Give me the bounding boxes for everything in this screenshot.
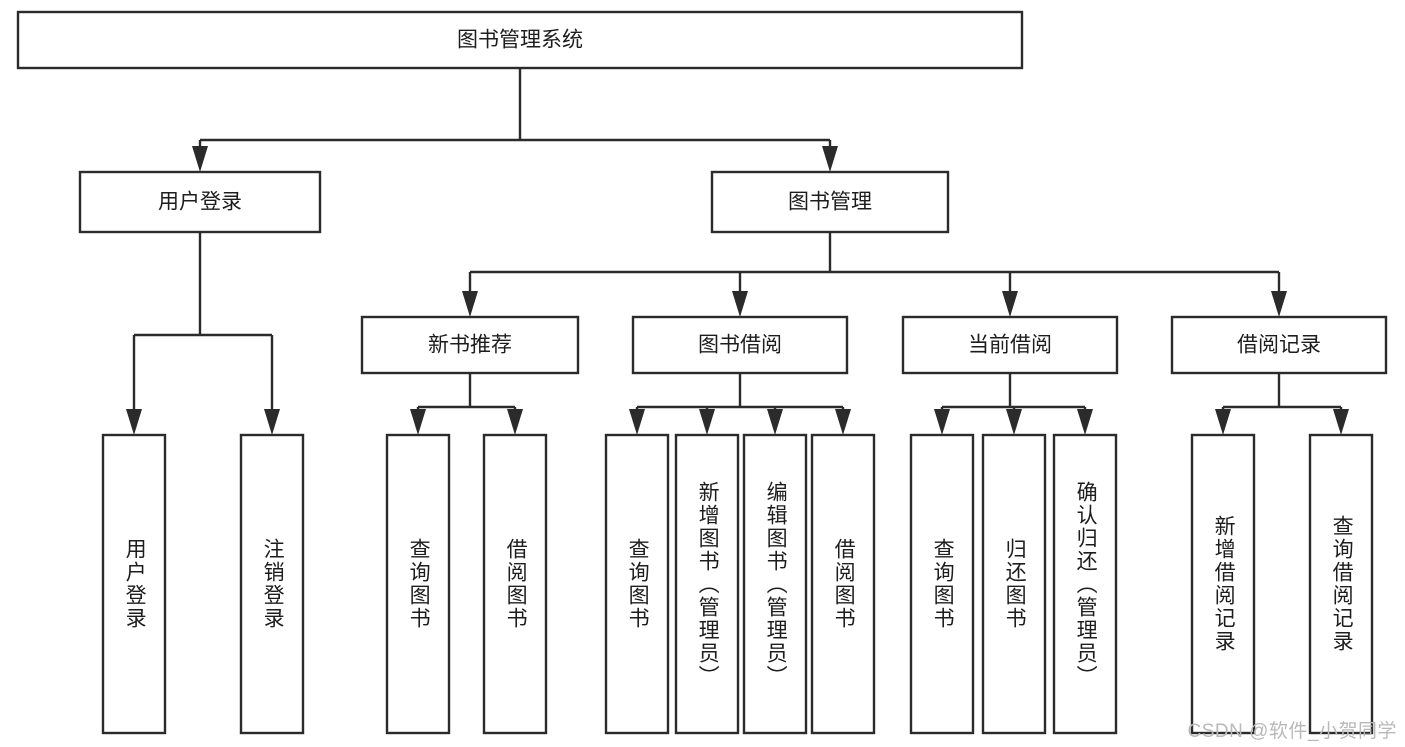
arrow-head-icon bbox=[126, 409, 142, 435]
node-leaf-return-book[interactable] bbox=[981, 433, 1047, 735]
node-current-borrow[interactable]: 当前借阅 bbox=[901, 315, 1119, 375]
node-borrow-record[interactable]: 借阅记录 bbox=[1170, 315, 1388, 375]
node-box-root[interactable] bbox=[16, 10, 1024, 70]
node-box-leaf-return-book[interactable] bbox=[981, 433, 1047, 735]
arrow-head-icon bbox=[410, 409, 426, 435]
node-book-manage[interactable]: 图书管理 bbox=[710, 170, 950, 234]
node-leaf-query-book-recommend[interactable] bbox=[385, 433, 451, 735]
node-leaf-confirm-return-admin[interactable] bbox=[1052, 433, 1118, 735]
node-leaf-add-book-admin[interactable] bbox=[674, 433, 740, 735]
arrow-head-icon bbox=[629, 409, 645, 435]
node-user-login[interactable]: 用户登录 bbox=[78, 170, 322, 234]
arrow-head-icon bbox=[835, 409, 851, 435]
arrow-head-icon bbox=[1077, 409, 1093, 435]
arrow-head-icon bbox=[1006, 409, 1022, 435]
node-new-book-recommend[interactable]: 新书推荐 bbox=[360, 315, 580, 375]
node-box-leaf-add-book-admin[interactable] bbox=[674, 433, 740, 735]
arrow-head-icon bbox=[1333, 409, 1349, 435]
node-box-current-borrow[interactable] bbox=[901, 315, 1119, 375]
connector-group-book-borrow-to-leaves bbox=[629, 373, 851, 435]
connector-group-new-book-recommend-to-leaves bbox=[410, 373, 523, 435]
arrow-head-icon bbox=[822, 146, 838, 172]
node-box-leaf-add-borrow-record[interactable] bbox=[1190, 433, 1256, 735]
arrow-head-icon bbox=[732, 291, 748, 317]
node-box-leaf-confirm-return-admin[interactable] bbox=[1052, 433, 1118, 735]
node-label-borrow-record: 借阅记录 bbox=[1237, 334, 1321, 357]
node-label-current-borrow: 当前借阅 bbox=[968, 334, 1052, 357]
connector-group-current-borrow-to-leaves bbox=[934, 373, 1093, 435]
node-box-leaf-user-login[interactable] bbox=[101, 433, 167, 735]
node-box-leaf-edit-book-admin[interactable] bbox=[742, 433, 808, 735]
node-box-leaf-query-book-current[interactable] bbox=[909, 433, 975, 735]
arrow-head-icon bbox=[192, 146, 208, 172]
node-box-borrow-record[interactable] bbox=[1170, 315, 1388, 375]
arrow-head-icon bbox=[264, 409, 280, 435]
node-leaf-borrow-book-recommend[interactable] bbox=[482, 433, 548, 735]
node-book-borrow[interactable]: 图书借阅 bbox=[631, 315, 849, 375]
connector-group-root-to-level2 bbox=[192, 68, 838, 172]
node-label-new-book-recommend: 新书推荐 bbox=[428, 334, 512, 357]
node-box-leaf-query-borrow-record[interactable] bbox=[1308, 433, 1374, 735]
arrow-head-icon bbox=[462, 291, 478, 317]
node-box-leaf-query-book-borrow[interactable] bbox=[604, 433, 670, 735]
arrow-head-icon bbox=[1002, 291, 1018, 317]
node-label-book-manage: 图书管理 bbox=[788, 191, 872, 214]
node-box-new-book-recommend[interactable] bbox=[360, 315, 580, 375]
node-leaf-query-book-current[interactable] bbox=[909, 433, 975, 735]
connector-group-borrow-record-to-leaves bbox=[1215, 373, 1349, 435]
node-leaf-borrow-book[interactable] bbox=[810, 433, 876, 735]
node-leaf-add-borrow-record[interactable] bbox=[1190, 433, 1256, 735]
node-label-root: 图书管理系统 bbox=[457, 29, 583, 52]
arrow-head-icon bbox=[699, 409, 715, 435]
node-box-leaf-borrow-book-recommend[interactable] bbox=[482, 433, 548, 735]
watermark-text: CSDN @软件_小贺同学 bbox=[1187, 721, 1397, 742]
node-box-book-manage[interactable] bbox=[710, 170, 950, 234]
node-box-leaf-logout-login[interactable] bbox=[239, 433, 305, 735]
arrow-head-icon bbox=[934, 409, 950, 435]
node-leaf-logout-login[interactable] bbox=[239, 433, 305, 735]
node-label-user-login: 用户登录 bbox=[158, 191, 242, 214]
node-leaf-edit-book-admin[interactable] bbox=[742, 433, 808, 735]
node-leaf-user-login[interactable] bbox=[101, 433, 167, 735]
node-root[interactable]: 图书管理系统 bbox=[16, 10, 1024, 70]
arrow-head-icon bbox=[767, 409, 783, 435]
node-box-user-login[interactable] bbox=[78, 170, 322, 234]
connector-group-book-manage-to-level3 bbox=[462, 232, 1287, 317]
arrow-head-icon bbox=[1271, 291, 1287, 317]
node-box-leaf-borrow-book[interactable] bbox=[810, 433, 876, 735]
node-leaf-query-book-borrow[interactable] bbox=[604, 433, 670, 735]
node-label-book-borrow: 图书借阅 bbox=[698, 334, 782, 357]
connector-group-user-login-to-leaves bbox=[126, 232, 280, 435]
node-box-book-borrow[interactable] bbox=[631, 315, 849, 375]
arrow-head-icon bbox=[507, 409, 523, 435]
arrow-head-icon bbox=[1215, 409, 1231, 435]
node-leaf-query-borrow-record[interactable] bbox=[1308, 433, 1374, 735]
node-box-leaf-query-book-recommend[interactable] bbox=[385, 433, 451, 735]
